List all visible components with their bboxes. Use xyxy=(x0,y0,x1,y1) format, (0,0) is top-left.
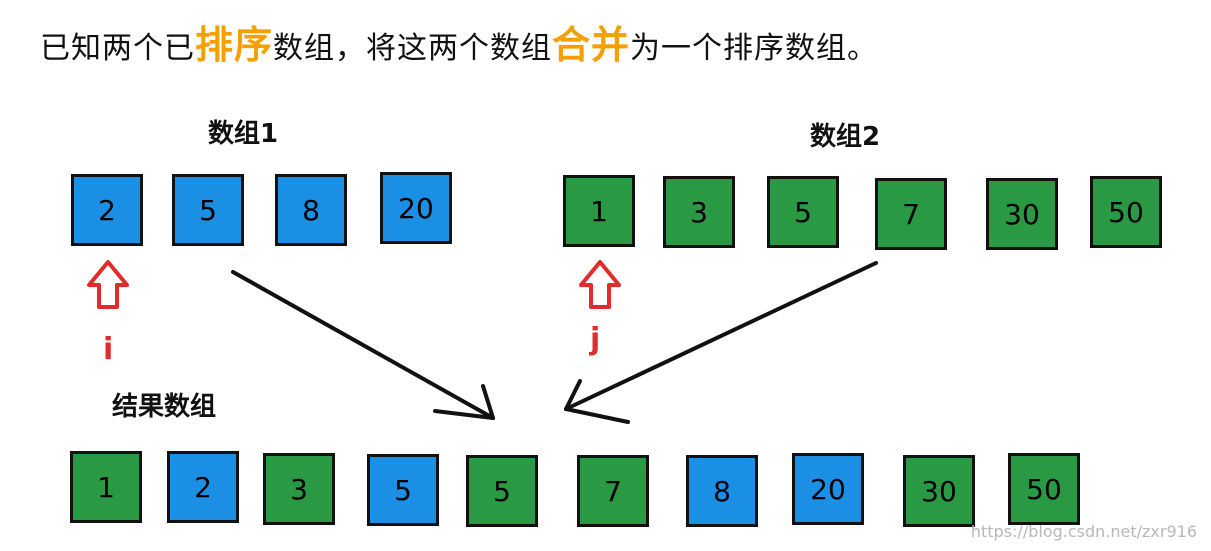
result-element: 5 xyxy=(367,454,439,526)
array2-label: 数组2 xyxy=(810,122,881,152)
merge-arrow-from-array1-icon xyxy=(231,270,495,420)
array2-element: 1 xyxy=(563,175,635,247)
merge-arrow-from-array2-icon xyxy=(564,261,878,424)
pointer-j-label: j xyxy=(590,322,601,357)
array2-element: 3 xyxy=(663,176,735,248)
array1-label: 数组1 xyxy=(208,119,279,149)
title-text-1: 已知两个已 xyxy=(40,31,195,66)
array2-element: 50 xyxy=(1090,176,1162,248)
result-element: 7 xyxy=(577,455,649,527)
pointer-i-label: i xyxy=(103,332,114,367)
result-element: 2 xyxy=(167,451,239,523)
title-text-3: 为一个排序数组。 xyxy=(630,31,879,66)
title-highlight-sorted: 排序 xyxy=(195,23,274,67)
array1-element: 2 xyxy=(71,174,143,246)
result-element: 30 xyxy=(903,455,975,527)
result-element: 8 xyxy=(686,455,758,527)
result-element: 50 xyxy=(1008,453,1080,525)
page-title: 已知两个已排序数组，将这两个数组合并为一个排序数组。 xyxy=(40,14,878,69)
title-highlight-merge: 合并 xyxy=(552,23,631,67)
array2-element: 7 xyxy=(875,178,947,250)
array1-element: 8 xyxy=(275,174,347,246)
array2-element: 5 xyxy=(767,176,839,248)
array1-element: 20 xyxy=(380,172,452,244)
result-element: 5 xyxy=(466,455,538,527)
result-array-label: 结果数组 xyxy=(112,392,217,422)
array1-element: 5 xyxy=(172,174,244,246)
result-element: 1 xyxy=(70,451,142,523)
pointer-i-up-arrow-icon xyxy=(87,260,129,309)
result-element: 20 xyxy=(792,453,864,525)
result-element: 3 xyxy=(263,453,335,525)
title-text-2: 数组，将这两个数组 xyxy=(273,31,553,66)
array2-element: 30 xyxy=(986,178,1058,250)
pointer-j-up-arrow-icon xyxy=(579,260,621,309)
watermark: https://blog.csdn.net/zxr916 xyxy=(970,522,1197,541)
